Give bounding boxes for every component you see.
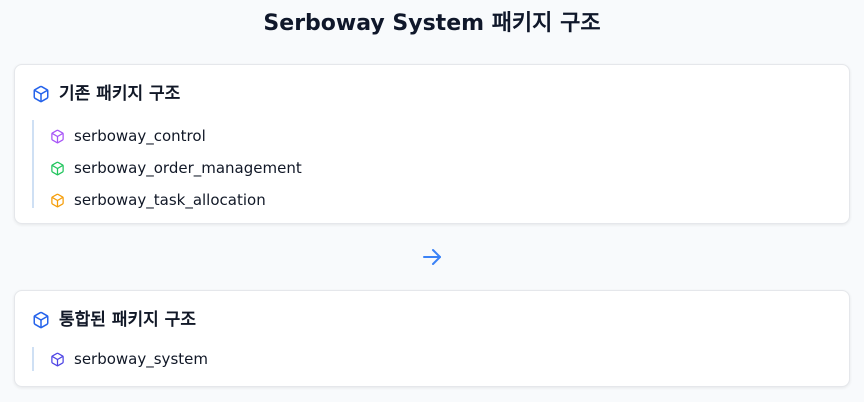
package-name: serboway_system [74,350,208,368]
package-icon [33,85,49,103]
merged-structure-title: 통합된 패키지 구조 [59,310,196,330]
package-icon [33,311,49,329]
package-icon [51,161,64,175]
page-title: Serboway System 패키지 구조 [263,11,601,36]
package-item: serboway_task_allocation [50,184,302,216]
arrow-right-icon [423,249,441,265]
package-name: serboway_order_management [74,159,302,177]
package-name: serboway_control [74,127,206,145]
original-structure-header: 기존 패키지 구조 [32,82,180,106]
package-name: serboway_task_allocation [74,191,266,209]
package-item: serboway_system [50,347,208,371]
original-package-list: serboway_control serboway_order_manageme… [32,120,302,209]
package-item: serboway_control [50,120,302,152]
original-structure-card: 기존 패키지 구조 serboway_control serboway_orde… [14,64,850,224]
merged-structure-header: 통합된 패키지 구조 [32,308,196,332]
package-icon [51,193,64,207]
package-item: serboway_order_management [50,152,302,184]
package-icon [51,352,64,366]
original-structure-title: 기존 패키지 구조 [59,84,181,104]
merged-structure-card: 통합된 패키지 구조 serboway_system [14,290,850,387]
merged-package-list: serboway_system [32,347,208,371]
package-icon [51,129,64,143]
